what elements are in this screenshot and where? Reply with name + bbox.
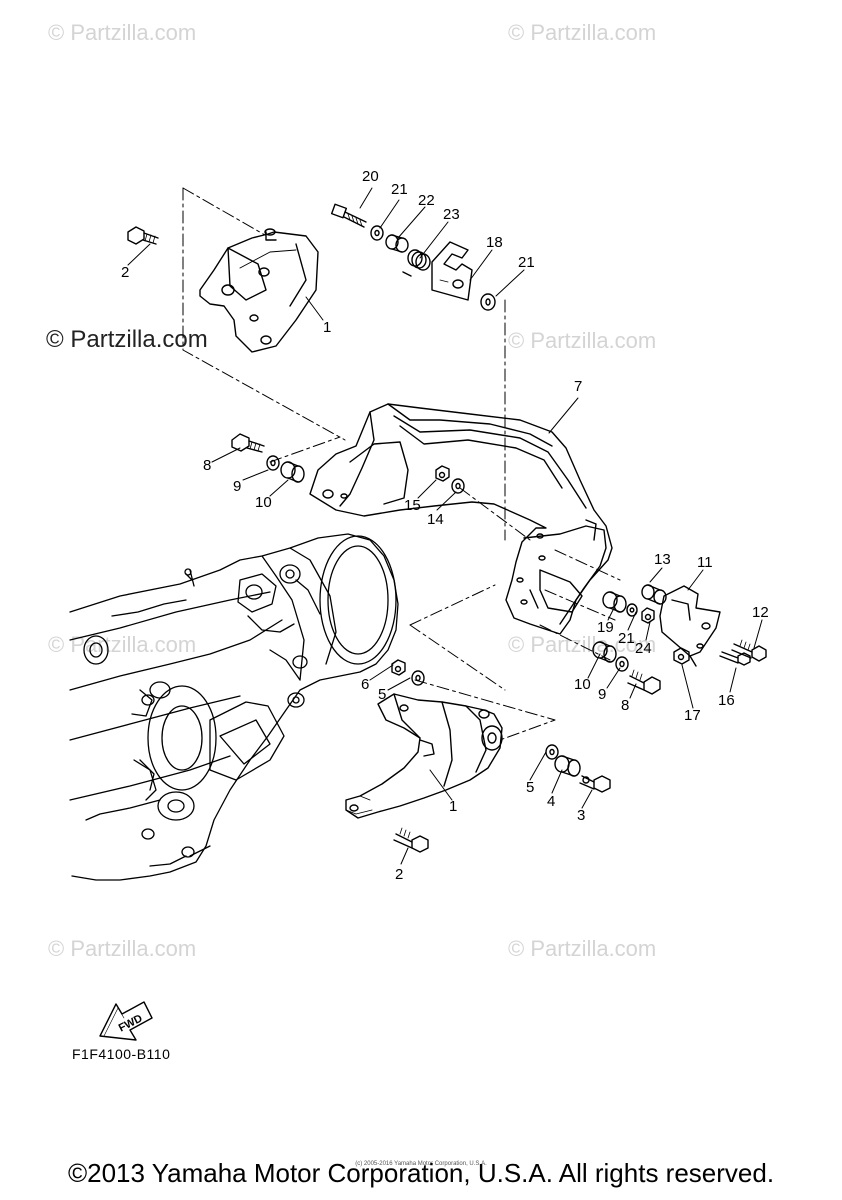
watermark: © Partzilla.com — [48, 632, 197, 657]
assembly-line — [409, 584, 496, 626]
callout-1: 1 — [449, 798, 458, 815]
tiny-credit: (c) 2005-2016 Yamaha Motor Corporation, … — [355, 1161, 487, 1167]
washer-9 — [266, 455, 280, 471]
washer-21 — [480, 293, 496, 311]
watermark: © Partzilla.com — [508, 20, 657, 45]
callout-2: 2 — [395, 866, 404, 883]
callout-24: 24 — [635, 640, 652, 657]
callout-21: 21 — [518, 254, 535, 271]
assembly-line — [182, 187, 266, 236]
watermark: © Partzilla.com — [508, 632, 657, 657]
callout-10: 10 — [574, 676, 591, 693]
washer-9 — [615, 656, 629, 672]
bracket-11 — [659, 585, 721, 667]
callout-14: 14 — [427, 511, 444, 528]
duct-7 — [309, 403, 613, 635]
assembly-line — [409, 624, 506, 691]
watermark-main: © Partzilla.com — [46, 326, 208, 353]
bracket-18 — [431, 241, 473, 301]
washer-5 — [545, 744, 559, 760]
assembly-line — [269, 436, 341, 463]
collar-10 — [280, 461, 305, 483]
callout-8: 8 — [621, 697, 630, 714]
callout-23: 23 — [443, 206, 460, 223]
washer-21 — [370, 225, 384, 241]
callout-9: 9 — [233, 478, 242, 495]
callout-17: 17 — [684, 707, 701, 724]
callout-18: 18 — [486, 234, 503, 251]
nut-24 — [641, 607, 655, 624]
bracket-1-lower — [345, 693, 503, 819]
callout-16: 16 — [718, 692, 735, 709]
assembly-line — [544, 589, 616, 621]
callout-3: 3 — [577, 807, 586, 824]
bolt-2 — [393, 827, 429, 853]
callout-20: 20 — [362, 168, 379, 185]
callout-11: 11 — [697, 554, 713, 571]
bolt-3 — [579, 775, 611, 793]
callout-7: 7 — [574, 378, 583, 395]
callout-6: 6 — [361, 676, 370, 693]
callout-22: 22 — [418, 192, 435, 209]
callout-5: 5 — [378, 686, 387, 703]
watermark: © Partzilla.com — [48, 936, 197, 961]
watermark: © Partzilla.com — [508, 936, 657, 961]
callout-8: 8 — [203, 457, 212, 474]
callout-19: 19 — [597, 619, 614, 636]
bolt-8 — [627, 669, 661, 695]
bolt-2 — [127, 226, 159, 245]
bolt-20 — [330, 203, 367, 228]
bolt-8 — [231, 433, 265, 453]
collar-4 — [554, 755, 581, 777]
callout-15: 15 — [404, 497, 421, 514]
bolt-16 — [719, 651, 751, 666]
nut-17 — [673, 647, 690, 665]
callout-10: 10 — [255, 494, 272, 511]
bracket-1-upper — [199, 228, 319, 353]
assembly-line — [414, 679, 556, 741]
watermark: © Partzilla.com — [48, 20, 197, 45]
nut-6 — [391, 659, 406, 676]
watermark: © Partzilla.com — [508, 328, 657, 353]
callout-2: 2 — [121, 264, 130, 281]
spring-23 — [402, 249, 431, 277]
callout-1: 1 — [323, 319, 332, 336]
callout-21: 21 — [391, 181, 408, 198]
collar-10 — [592, 641, 617, 663]
washer-5 — [411, 670, 425, 686]
washer-14 — [451, 478, 465, 494]
washer-21 — [626, 603, 638, 617]
assembly-line — [182, 187, 346, 441]
callout-9: 9 — [598, 686, 607, 703]
fwd-arrow-icon — [99, 1001, 153, 1041]
callout-4: 4 — [547, 793, 556, 810]
collar-19 — [602, 591, 627, 613]
callout-21: 21 — [618, 630, 635, 647]
callout-12: 12 — [752, 604, 769, 621]
collar-22 — [385, 234, 409, 253]
callout-5: 5 — [526, 779, 535, 796]
copyright-notice: ©2013 Yamaha Motor Corporation, U.S.A. A… — [67, 1158, 775, 1188]
assembly-line — [554, 549, 621, 581]
nut-15 — [435, 465, 450, 482]
collar-13 — [641, 584, 667, 605]
callout-13: 13 — [654, 551, 671, 568]
assembly-line — [459, 487, 531, 541]
assembly-line — [539, 624, 611, 661]
jet-pump-housing — [69, 533, 399, 881]
diagram-code: F1F4100-B110 — [72, 1046, 171, 1062]
